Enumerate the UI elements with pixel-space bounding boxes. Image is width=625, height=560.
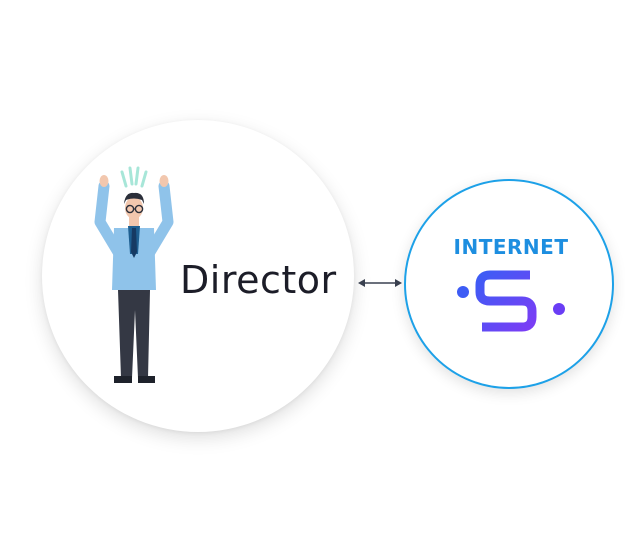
internet-s-logo-icon bbox=[457, 270, 565, 332]
double-arrow-icon bbox=[358, 279, 402, 287]
director-node bbox=[42, 120, 354, 432]
internet-node: INTERNET bbox=[404, 179, 614, 389]
director-label: Director bbox=[180, 258, 337, 302]
person-arms-raised-icon bbox=[94, 166, 174, 383]
internet-title: INTERNET bbox=[453, 235, 569, 259]
